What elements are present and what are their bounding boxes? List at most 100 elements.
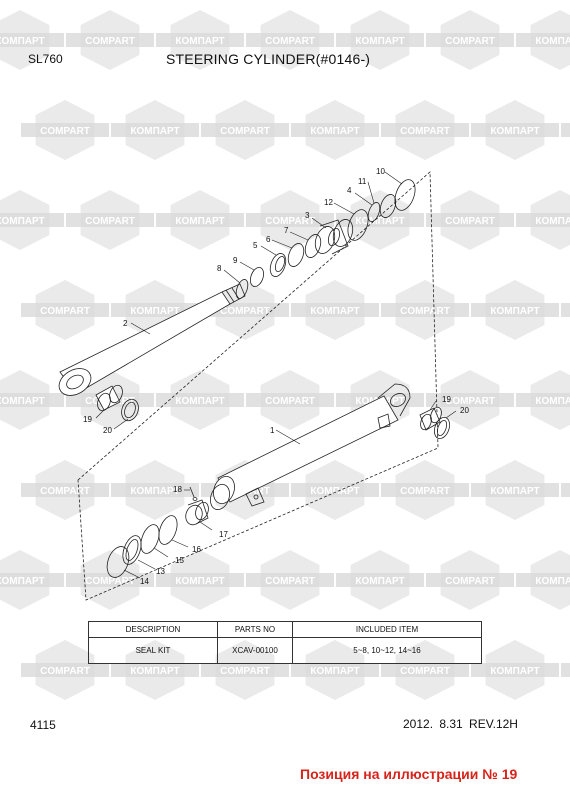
callout-3: 3 xyxy=(305,211,310,220)
watermark-logo: COMPART xyxy=(561,483,570,497)
watermark-logo: COMPART xyxy=(426,10,514,70)
callout-7: 7 xyxy=(284,226,289,235)
callout-13: 13 xyxy=(156,567,165,576)
svg-text:КОМПАРТ: КОМПАРТ xyxy=(130,666,179,677)
set-screw-item-18 xyxy=(189,486,195,498)
watermark-logo: COMPART xyxy=(381,460,469,520)
seal-item-15 xyxy=(140,524,160,554)
watermark-logo: COMPART xyxy=(21,460,109,520)
svg-text:COMPART: COMPART xyxy=(445,576,495,587)
svg-text:КОМПАРТ: КОМПАРТ xyxy=(490,486,539,497)
watermark-logo: COMPART xyxy=(561,303,570,317)
bushing-right xyxy=(419,406,442,431)
callout-16: 16 xyxy=(192,545,201,554)
watermark-logo: COMPART xyxy=(246,10,334,70)
watermark-logo: COMPART xyxy=(201,100,289,160)
watermark-logo: КОМПАРТ xyxy=(156,190,244,250)
cell-included-item: 5~8, 10~12, 14~16 xyxy=(292,637,482,664)
svg-text:КОМПАРТ: КОМПАРТ xyxy=(175,576,224,587)
watermark-logo: COMPART xyxy=(246,550,334,610)
svg-text:COMPART: COMPART xyxy=(85,216,135,227)
watermark-logo: COMPART xyxy=(66,190,154,250)
watermark-logo: КОМПАРТ xyxy=(0,10,64,70)
callout-19-right: 19 xyxy=(442,395,451,404)
svg-text:COMPART: COMPART xyxy=(265,216,315,227)
assembly-frame xyxy=(77,171,439,601)
watermark-logo: КОМПАРТ xyxy=(336,10,424,70)
watermark-logo: КОМПАРТ xyxy=(336,190,424,250)
callout-10: 10 xyxy=(376,167,385,176)
svg-text:КОМПАРТ: КОМПАРТ xyxy=(0,576,45,587)
seal-right xyxy=(434,416,450,440)
cell-parts-no: XCAV-00100 xyxy=(217,637,293,664)
watermark-logo: COMPART xyxy=(561,123,570,137)
ring-item-12 xyxy=(347,209,369,241)
watermark-logo: КОМПАРТ xyxy=(471,280,559,340)
gland-item-17 xyxy=(185,499,209,526)
watermark-logo: КОМПАРТ xyxy=(111,100,199,160)
table-row: SEAL KIT XCAV-00100 5~8, 10~12, 14~16 xyxy=(88,637,482,664)
svg-text:COMPART: COMPART xyxy=(40,666,90,677)
watermark-logo: КОМПАРТ xyxy=(336,550,424,610)
svg-text:КОМПАРТ: КОМПАРТ xyxy=(0,216,45,227)
watermark-logo: COMPART xyxy=(66,10,154,70)
watermark-logo: КОМПАРТ xyxy=(156,550,244,610)
watermark-logo: COMPART xyxy=(381,100,469,160)
watermark-logo: КОМПАРТ xyxy=(156,10,244,70)
watermark-logo: КОМПАРТ xyxy=(291,280,379,340)
callout-numbers: 1 2 3 4 5 6 7 8 9 10 11 12 13 14 15 16 1… xyxy=(83,167,469,586)
svg-text:КОМПАРТ: КОМПАРТ xyxy=(175,396,224,407)
seal-item-16 xyxy=(158,515,178,545)
watermark-logo: КОМПАРТ xyxy=(0,190,64,250)
col-description: DESCRIPTION xyxy=(88,621,218,638)
col-parts-no: PARTS NO xyxy=(217,621,293,638)
svg-text:COMPART: COMPART xyxy=(400,486,450,497)
callout-14: 14 xyxy=(140,577,149,586)
watermark-logo: КОМПАРТ xyxy=(516,550,570,610)
col-included-item: INCLUDED ITEM xyxy=(292,621,482,638)
callout-9: 9 xyxy=(233,256,238,265)
callout-15: 15 xyxy=(175,556,184,565)
svg-text:COMPART: COMPART xyxy=(445,36,495,47)
svg-text:КОМПАРТ: КОМПАРТ xyxy=(130,306,179,317)
ring-item-8 xyxy=(235,279,249,299)
callout-11: 11 xyxy=(358,177,367,186)
svg-text:COMPART: COMPART xyxy=(400,126,450,137)
watermark-logo: КОМПАРТ xyxy=(291,100,379,160)
svg-text:COMPART: COMPART xyxy=(85,576,135,587)
callout-8: 8 xyxy=(217,264,222,273)
svg-text:COMPART: COMPART xyxy=(40,486,90,497)
watermark-logo: КОМПАРТ xyxy=(291,460,379,520)
svg-text:COMPART: COMPART xyxy=(445,396,495,407)
watermark-logo: КОМПАРТ xyxy=(156,370,244,430)
watermark-logo: COMPART xyxy=(21,100,109,160)
ring-item-6 xyxy=(287,243,305,267)
svg-text:COMPART: COMPART xyxy=(40,126,90,137)
watermark-logo: КОМПАРТ xyxy=(516,370,570,430)
svg-text:КОМПАРТ: КОМПАРТ xyxy=(310,486,359,497)
svg-text:КОМПАРТ: КОМПАРТ xyxy=(490,666,539,677)
svg-text:COMPART: COMPART xyxy=(265,396,315,407)
callout-20-right: 20 xyxy=(460,406,469,415)
svg-text:COMPART: COMPART xyxy=(400,666,450,677)
watermark-logo: COMPART xyxy=(21,280,109,340)
ring-item-5 xyxy=(269,253,287,277)
watermark-logo: COMPART xyxy=(426,550,514,610)
watermark-logo: COMPART xyxy=(426,190,514,250)
svg-text:КОМПАРТ: КОМПАРТ xyxy=(0,36,45,47)
callout-1: 1 xyxy=(270,426,275,435)
page-number: 4115 xyxy=(30,718,56,732)
bushing-left xyxy=(95,384,123,412)
svg-text:КОМПАРТ: КОМПАРТ xyxy=(0,396,45,407)
svg-text:КОМПАРТ: КОМПАРТ xyxy=(310,666,359,677)
ring-item-14 xyxy=(106,546,130,578)
svg-text:COMPART: COMPART xyxy=(220,666,270,677)
gland-thread xyxy=(210,484,230,510)
svg-text:COMPART: COMPART xyxy=(220,126,270,137)
watermark-logo: КОМПАРТ xyxy=(0,550,64,610)
illustration-note: Позиция на иллюстрации № 19 xyxy=(300,766,518,782)
svg-text:COMPART: COMPART xyxy=(445,216,495,227)
svg-text:КОМПАРТ: КОМПАРТ xyxy=(535,576,570,587)
svg-text:КОМПАРТ: КОМПАРТ xyxy=(355,216,404,227)
